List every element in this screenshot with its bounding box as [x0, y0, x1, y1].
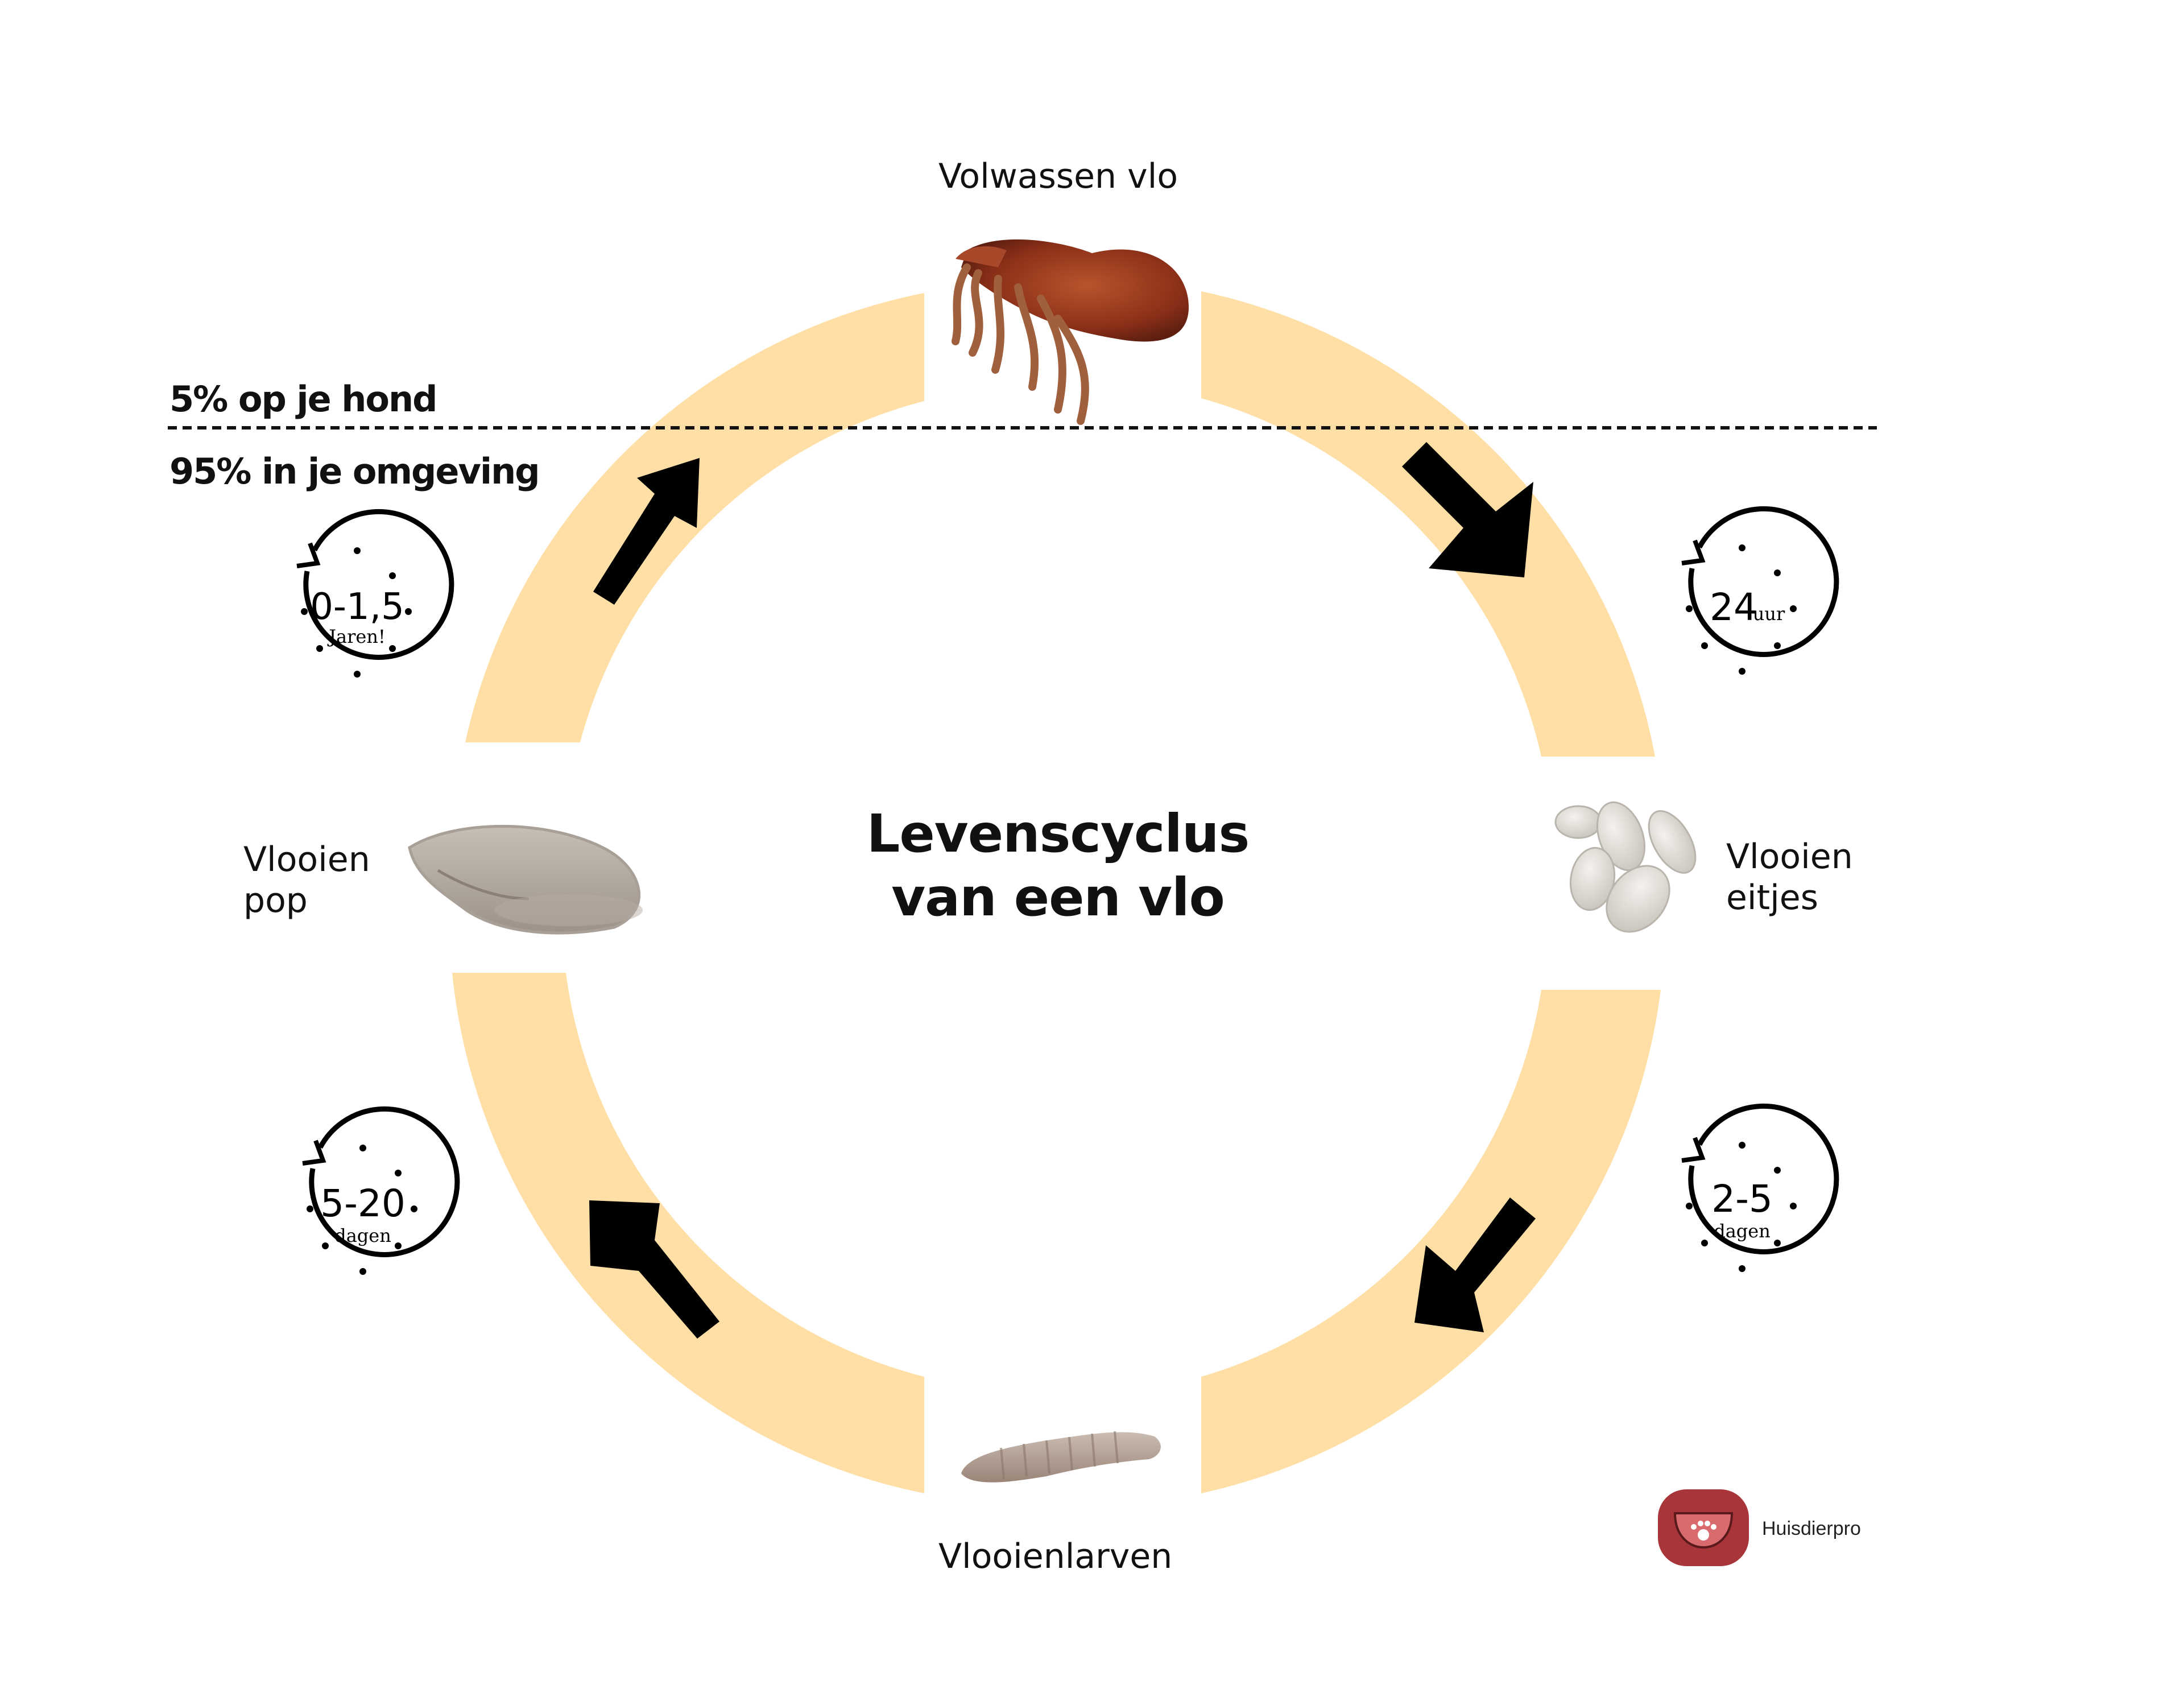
timer-larvae-value: 2-5 — [1711, 1177, 1773, 1221]
cycle-ring — [452, 291, 1661, 1493]
timer-adult-value: 0-1,5 — [310, 586, 404, 628]
diagram-title-line2: van een vlo — [891, 867, 1225, 928]
flea-eggs-illustration — [1554, 801, 1697, 933]
timer-dots — [301, 547, 412, 678]
timer-adult-icon — [296, 509, 454, 678]
timer-pupa-value: 5-20 — [320, 1182, 406, 1225]
ring-segment-bottom-left — [452, 973, 924, 1493]
stage-label-eggs: Vlooien eitjes — [1726, 836, 1853, 918]
timer-larvae-icon — [1681, 1103, 1839, 1272]
stage-label-pupa-line1: Vlooien — [243, 840, 370, 879]
diagram-title: Levenscyclus van een vlo — [853, 802, 1263, 930]
stage-label-pupa-line2: pop — [243, 881, 308, 920]
cycle-arrows — [589, 442, 1536, 1339]
timer-adult-unit: Jaren! — [327, 626, 386, 647]
zone-label-environment: 95% in je omgeving — [169, 451, 540, 492]
arrow-pupa-to-adult — [593, 458, 700, 605]
timer-pupa-icon — [302, 1106, 460, 1275]
stage-label-eggs-line1: Vlooien — [1726, 837, 1853, 877]
flea-pupa-illustration — [408, 825, 643, 935]
stage-label-pupa: Vlooien pop — [243, 839, 370, 921]
flea-larva-illustration — [961, 1431, 1161, 1483]
stage-label-adult: Volwassen vlo — [938, 156, 1178, 196]
timer-larvae-unit: dagen — [1714, 1220, 1771, 1242]
huisdierpro-logo — [1658, 1489, 1749, 1566]
arrow-eggs-to-larvae — [1414, 1198, 1536, 1332]
arrow-larvae-to-pupa — [589, 1200, 719, 1339]
adult-flea-illustration — [952, 239, 1189, 425]
brand-name: Huisdierpro — [1762, 1518, 1861, 1539]
timer-eggs-unit: uur — [1753, 603, 1785, 625]
timer-eggs-value: 24 — [1710, 585, 1757, 629]
timer-pupa-unit: dagen — [334, 1225, 391, 1246]
stage-label-eggs-line2: eitjes — [1726, 878, 1818, 918]
arrow-adult-to-eggs — [1402, 442, 1533, 577]
diagram-title-line1: Levenscyclus — [866, 803, 1250, 864]
zone-label-on-dog: 5% op je hond — [169, 378, 438, 420]
stage-label-larvae: Vlooienlarven — [938, 1537, 1173, 1576]
ring-segment-top-right — [1201, 291, 1655, 757]
timer-eggs-icon — [1681, 506, 1839, 675]
ring-segment-bottom-right — [1201, 990, 1661, 1493]
